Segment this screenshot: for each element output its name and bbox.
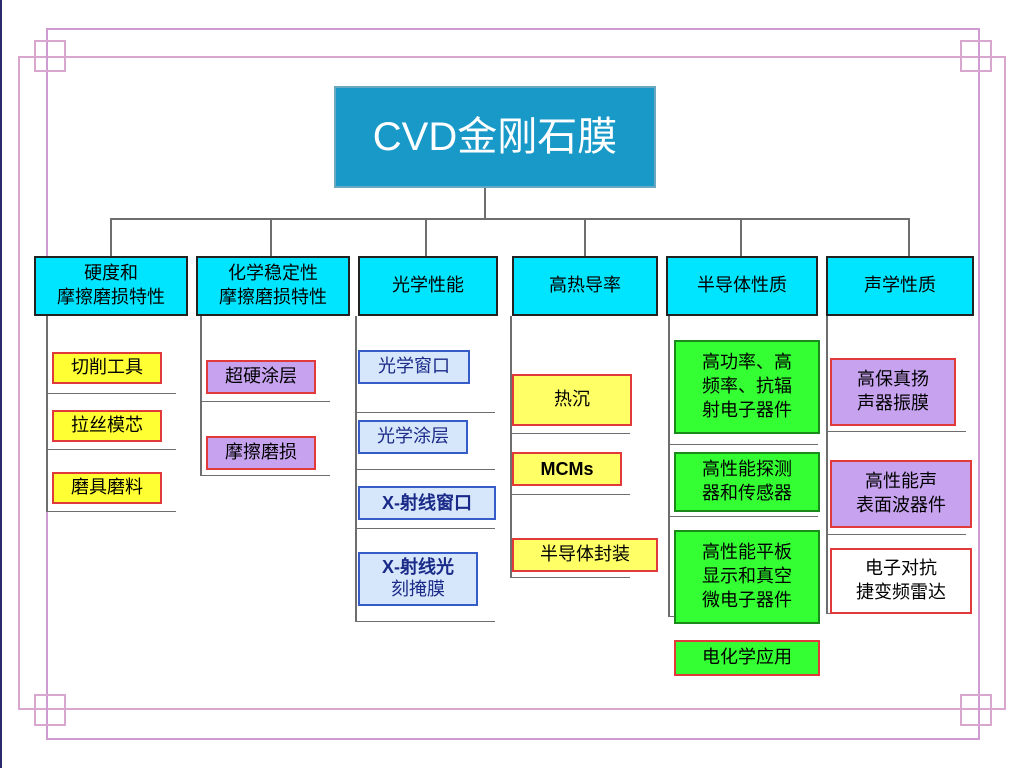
leaf-label-line3: 微电子器件 — [702, 590, 792, 612]
leaf-xray-window: X-射线窗口 — [358, 486, 496, 520]
rule-acoustic-2 — [826, 534, 966, 535]
leaf-detectors-sensors: 高性能探测 器和传感器 — [674, 452, 820, 512]
leaf-label-line1: 电子对抗 — [865, 557, 937, 579]
connector-cat5 — [740, 218, 742, 256]
frame-corner-tl — [34, 40, 66, 72]
category-chemical: 化学稳定性 摩擦磨损特性 — [196, 256, 350, 316]
leaf-high-power-devices: 高功率、高 频率、抗辐 射电子器件 — [674, 340, 820, 434]
leaf-label-line1: 高性能声 — [865, 470, 937, 492]
frame-corner-tr — [960, 40, 992, 72]
leaf-label: 切削工具 — [71, 356, 143, 378]
leaf-semiconductor-packaging: 半导体封装 — [512, 538, 658, 572]
root-label: CVD金刚石膜 — [372, 115, 618, 159]
category-hardness: 硬度和 摩擦磨损特性 — [34, 256, 188, 316]
leaf-label-line1: X-射线光 — [382, 557, 454, 578]
leaf-label: 超硬涂层 — [225, 365, 297, 387]
rule-acoustic-1 — [826, 431, 966, 432]
leaf-label-line2: 捷变频雷达 — [856, 582, 946, 603]
leaf-label: X-射线窗口 — [382, 492, 472, 513]
rule-thermal-2 — [510, 494, 630, 495]
leaf-friction-wear: 摩擦磨损 — [206, 436, 316, 470]
frame-outer-horizontal — [18, 56, 1006, 710]
leaf-saw-devices: 高性能声 表面波器件 — [830, 460, 972, 528]
stem-hardness — [46, 316, 48, 512]
leaf-label: 拉丝模芯 — [71, 414, 143, 436]
leaf-optical-window: 光学窗口 — [358, 350, 470, 384]
leaf-abrasives: 磨具磨料 — [52, 472, 162, 504]
rule-optical-2 — [355, 469, 495, 470]
leaf-label-line1: 高保真扬 — [857, 368, 929, 390]
rule-thermal-3 — [510, 577, 630, 578]
leaf-label: 光学窗口 — [378, 355, 450, 377]
leaf-label: 摩擦磨损 — [225, 441, 297, 463]
category-label-line2: 摩擦磨损特性 — [219, 287, 327, 308]
leaf-label-line2: 声器振膜 — [857, 393, 929, 414]
leaf-label-line1: 高性能探测 — [702, 458, 792, 480]
rule-hardness-1 — [46, 393, 176, 394]
connector-cat6 — [908, 218, 910, 256]
category-acoustic: 声学性质 — [826, 256, 974, 316]
leaf-xray-mask: X-射线光 刻掩膜 — [358, 552, 478, 606]
leaf-cutting-tools: 切削工具 — [52, 352, 162, 384]
leaf-heat-sink: 热沉 — [512, 374, 632, 426]
leaf-radar: 电子对抗 捷变频雷达 — [830, 548, 972, 614]
leaf-label: 磨具磨料 — [71, 476, 143, 498]
leaf-label-line1: 高功率、高 — [702, 351, 792, 373]
connector-cat4 — [584, 218, 586, 256]
leaf-label: 光学涂层 — [377, 425, 449, 447]
leaf-superhard-coating: 超硬涂层 — [206, 360, 316, 394]
rule-hardness-3 — [46, 511, 176, 512]
leaf-label-line2: 刻掩膜 — [391, 579, 445, 600]
leaf-label-line2: 显示和真空 — [702, 565, 792, 587]
leaf-drawing-die: 拉丝模芯 — [52, 410, 162, 442]
category-label: 声学性质 — [864, 274, 936, 296]
category-optical: 光学性能 — [358, 256, 498, 316]
leaf-label-line2: 频率、抗辐 — [702, 375, 792, 397]
connector-horizontal — [110, 218, 910, 220]
leaf-flat-panel-display: 高性能平板 显示和真空 微电子器件 — [674, 530, 820, 624]
category-label-line1: 硬度和 — [84, 262, 138, 284]
category-label-line2: 摩擦磨损特性 — [57, 287, 165, 308]
rule-optical-4 — [355, 621, 495, 622]
frame-corner-bl — [34, 694, 66, 726]
category-label: 半导体性质 — [697, 274, 787, 296]
category-label: 光学性能 — [392, 274, 464, 296]
connector-cat2 — [270, 218, 272, 256]
leaf-speaker-diaphragm: 高保真扬 声器振膜 — [830, 358, 956, 426]
rule-chemical-2 — [200, 475, 330, 476]
category-label: 高热导率 — [549, 274, 621, 296]
stem-chemical — [200, 316, 202, 476]
stem-acoustic — [826, 316, 828, 614]
leaf-label: 热沉 — [554, 388, 590, 410]
root-node: CVD金刚石膜 — [334, 86, 656, 188]
rule-optical-3 — [355, 528, 495, 529]
leaf-optical-coating: 光学涂层 — [358, 420, 468, 454]
category-label-line1: 化学稳定性 — [228, 262, 318, 284]
category-semiconductor: 半导体性质 — [666, 256, 818, 316]
rule-hardness-2 — [46, 449, 176, 450]
rule-thermal-1 — [510, 433, 630, 434]
connector-cat1 — [110, 218, 112, 256]
leaf-label: 半导体封装 — [540, 543, 630, 565]
connector-cat3 — [425, 218, 427, 256]
leaf-label: 电化学应用 — [702, 646, 792, 668]
rule-optical-1 — [355, 412, 495, 413]
connector-root-stem — [484, 188, 486, 220]
leaf-mcms: MCMs — [512, 452, 622, 486]
category-thermal: 高热导率 — [512, 256, 658, 316]
rule-semi-1 — [668, 444, 818, 445]
leaf-label-line3: 射电子器件 — [702, 400, 792, 422]
leaf-label-line1: 高性能平板 — [702, 541, 792, 563]
leaf-label: MCMs — [540, 458, 594, 479]
leaf-label-line2: 器和传感器 — [702, 483, 792, 504]
rule-chemical-1 — [200, 401, 330, 402]
frame-corner-br — [960, 694, 992, 726]
stem-thermal — [510, 316, 512, 578]
rule-semi-2 — [668, 516, 818, 517]
stem-semiconductor — [668, 316, 670, 616]
leaf-electrochemistry: 电化学应用 — [674, 640, 820, 676]
slide-left-edge — [0, 0, 2, 768]
leaf-label-line2: 表面波器件 — [856, 495, 946, 516]
